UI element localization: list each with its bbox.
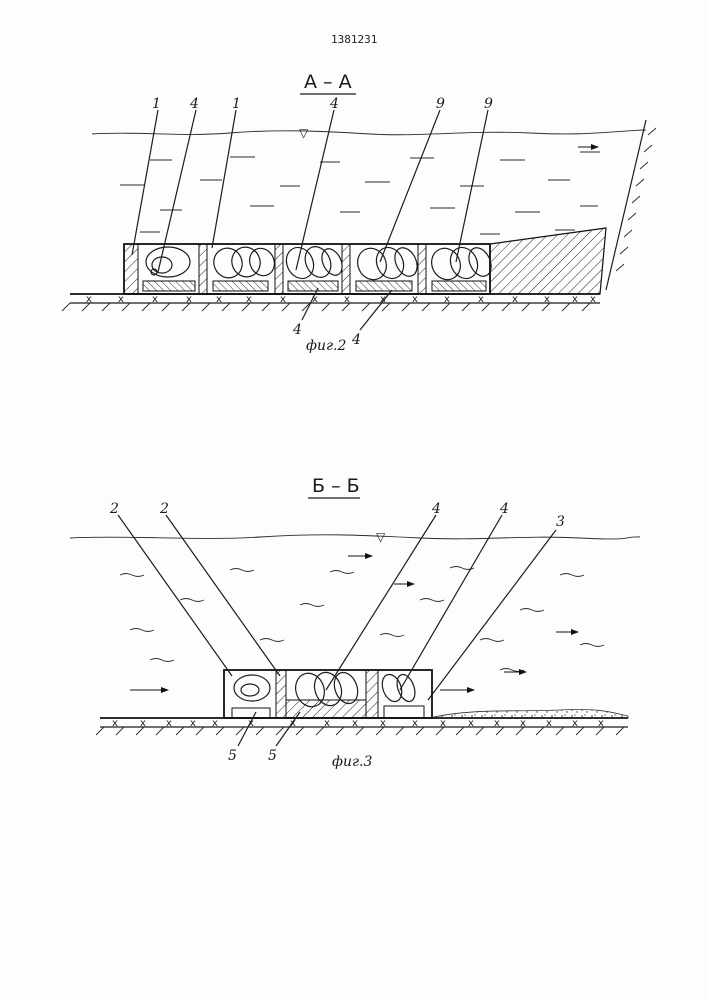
svg-text:x: x [590, 294, 596, 305]
label-4-bottom-right: 4 [351, 332, 361, 348]
svg-text:x: x [166, 718, 172, 729]
section-label-b-b: Б – Б [312, 475, 360, 497]
label-2-second: 2 [159, 501, 169, 517]
section-label-a-a: А – А [304, 71, 352, 93]
water-flow-marks [120, 567, 604, 672]
bank-slope [606, 120, 646, 290]
fill-wedge [490, 228, 606, 294]
chamber-row [224, 669, 432, 718]
svg-text:x: x [572, 718, 578, 729]
label-4-second: 4 [499, 501, 509, 517]
svg-text:x: x [190, 718, 196, 729]
label-1-second: 1 [232, 96, 241, 112]
svg-text:x: x [468, 718, 474, 729]
svg-text:x: x [212, 718, 218, 729]
svg-text:x: x [440, 718, 446, 729]
svg-text:x: x [344, 294, 350, 305]
svg-text:x: x [444, 294, 450, 305]
bank-hatching [616, 128, 656, 271]
figure-2: А – А ▽ [62, 71, 656, 354]
divider-3 [342, 244, 350, 294]
water-surface-line [70, 535, 640, 539]
svg-text:x: x [280, 294, 286, 305]
svg-text:x: x [544, 294, 550, 305]
water-level-marker: ▽ [376, 530, 386, 544]
end-wall-left [124, 244, 138, 294]
label-4-first: 4 [431, 501, 441, 517]
svg-text:x: x [494, 718, 500, 729]
svg-text:x: x [86, 294, 92, 305]
svg-text:x: x [512, 294, 518, 305]
svg-text:x: x [520, 718, 526, 729]
water-flow-dashes [120, 152, 600, 234]
label-4-bottom-left: 4 [292, 322, 302, 338]
bed-hatching [96, 727, 624, 735]
divider-1 [276, 670, 286, 718]
patent-number: 1381231 [331, 33, 377, 46]
svg-text:x: x [186, 294, 192, 305]
divider-2 [275, 244, 283, 294]
svg-text:x: x [248, 718, 254, 729]
ledge-3 [288, 281, 338, 291]
svg-text:x: x [112, 718, 118, 729]
svg-text:x: x [546, 718, 552, 729]
label-4-middle: 4 [329, 96, 339, 112]
bed-hatching [62, 303, 590, 311]
svg-text:x: x [118, 294, 124, 305]
figure-3: Б – Б ▽ [70, 475, 640, 770]
label-5-right: 5 [268, 748, 277, 764]
divider-2 [366, 670, 378, 718]
ledge-1 [143, 281, 195, 291]
svg-text:x: x [152, 294, 158, 305]
label-1-left: 1 [152, 96, 161, 112]
label-9-first: 9 [436, 96, 445, 112]
divider-4 [418, 244, 426, 294]
svg-text:x: x [324, 718, 330, 729]
svg-text:x: x [412, 718, 418, 729]
figure-2-caption: фиг.2 [306, 338, 347, 354]
sediment-deposit [430, 709, 628, 718]
ledge-2 [213, 281, 268, 291]
vortex-spirals [146, 242, 495, 284]
base-block-left [232, 708, 270, 718]
svg-text:x: x [598, 718, 604, 729]
svg-text:x: x [572, 294, 578, 305]
ledge-5 [432, 281, 486, 291]
base-block-right [384, 706, 424, 718]
label-3: 3 [556, 514, 565, 530]
ledge-4 [356, 281, 412, 291]
label-2-left: 2 [109, 501, 119, 517]
chamber-row [124, 242, 495, 294]
svg-text:x: x [412, 294, 418, 305]
water-level-marker: ▽ [299, 126, 309, 140]
label-5-left: 5 [228, 748, 237, 764]
svg-text:x: x [352, 718, 358, 729]
svg-text:x: x [246, 294, 252, 305]
label-4-left: 4 [189, 96, 199, 112]
svg-text:x: x [380, 718, 386, 729]
figure-3-caption: фиг.3 [332, 754, 373, 770]
label-9-second: 9 [484, 96, 493, 112]
svg-text:x: x [478, 294, 484, 305]
divider-1 [199, 244, 207, 294]
water-surface-line [92, 130, 646, 135]
svg-text:x: x [216, 294, 222, 305]
svg-text:x: x [140, 718, 146, 729]
